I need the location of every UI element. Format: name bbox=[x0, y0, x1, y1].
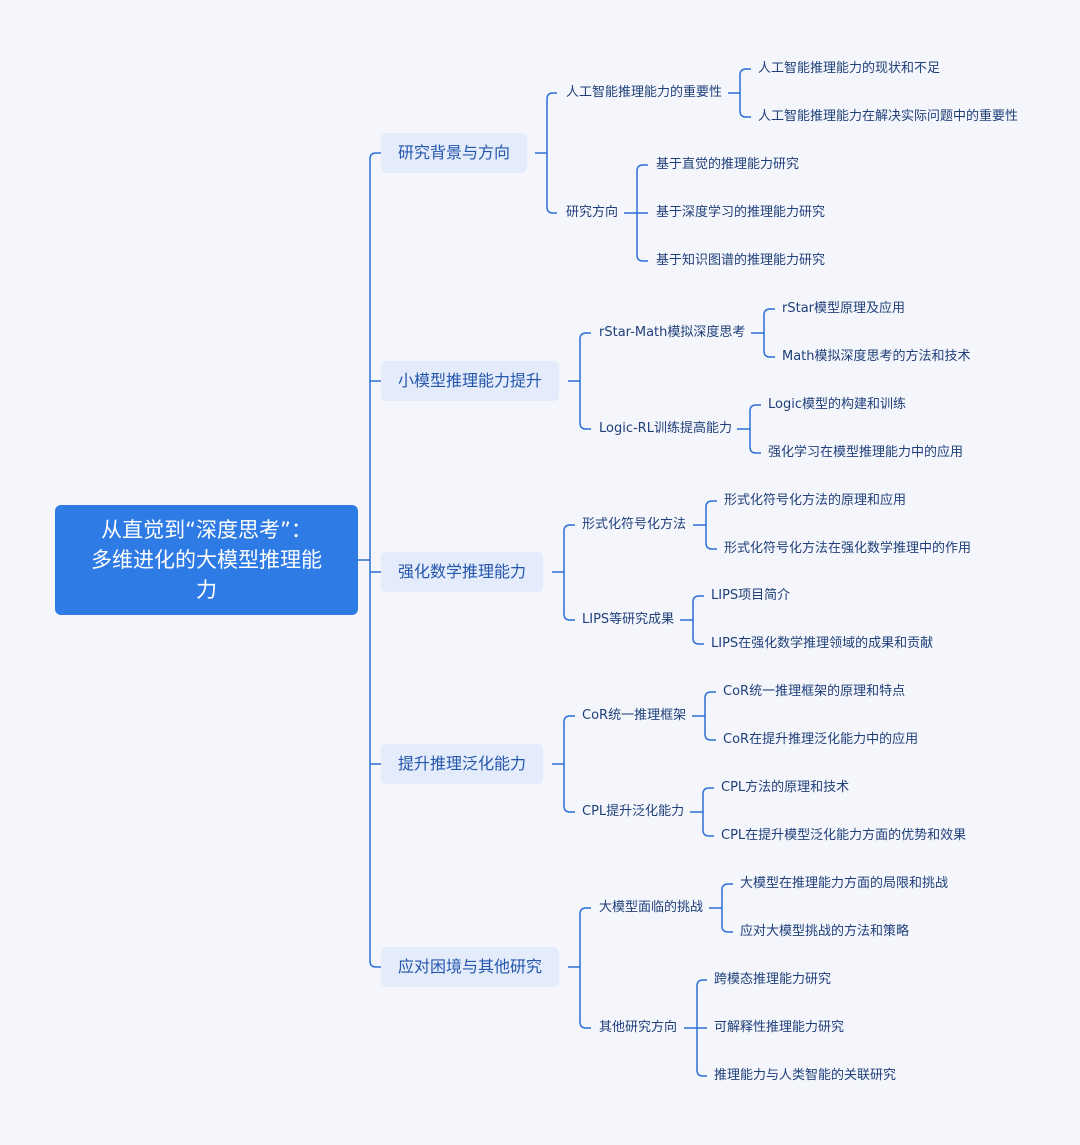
connector-bracket bbox=[358, 152, 381, 968]
leaf-topic[interactable]: 应对大模型挑战的方法和策略 bbox=[740, 924, 910, 939]
subtopic-research-directions[interactable]: 研究方向 bbox=[566, 205, 619, 220]
leaf-topic[interactable]: 强化学习在模型推理能力中的应用 bbox=[768, 445, 964, 460]
leaf-topic[interactable]: CPL方法的原理和技术 bbox=[721, 780, 850, 795]
connector-bracket bbox=[728, 68, 751, 118]
subtopic-big-model-challenges[interactable]: 大模型面临的挑战 bbox=[599, 900, 704, 915]
connector-bracket bbox=[709, 883, 733, 933]
leaf-topic[interactable]: rStar模型原理及应用 bbox=[782, 301, 906, 316]
leaf-topic[interactable]: Math模拟深度思考的方法和技术 bbox=[782, 349, 971, 364]
subtopic-cor[interactable]: CoR统一推理框架 bbox=[582, 708, 687, 723]
connector-bracket bbox=[535, 92, 557, 214]
subtopic-importance[interactable]: 人工智能推理能力的重要性 bbox=[566, 85, 723, 100]
leaf-topic[interactable]: CoR在提升推理泛化能力中的应用 bbox=[723, 732, 919, 747]
connector-bracket bbox=[552, 524, 575, 621]
topic-research-background[interactable]: 研究背景与方向 bbox=[381, 133, 528, 173]
connector-bracket bbox=[737, 404, 761, 454]
leaf-topic[interactable]: CPL在提升模型泛化能力方面的优势和效果 bbox=[721, 828, 967, 843]
subtopic-cpl[interactable]: CPL提升泛化能力 bbox=[582, 804, 685, 819]
connector-bracket bbox=[684, 979, 707, 1077]
subtopic-rstar-math[interactable]: rStar-Math模拟深度思考 bbox=[599, 325, 746, 340]
connector-bracket bbox=[693, 500, 717, 550]
topic-generalization[interactable]: 提升推理泛化能力 bbox=[381, 744, 544, 784]
leaf-topic[interactable]: LIPS在强化数学推理领域的成果和贡献 bbox=[711, 636, 934, 651]
leaf-topic[interactable]: 人工智能推理能力在解决实际问题中的重要性 bbox=[758, 109, 1019, 124]
leaf-topic[interactable]: 跨模态推理能力研究 bbox=[714, 972, 832, 987]
root-topic-line-3: 力 bbox=[196, 578, 217, 602]
leaf-topic[interactable]: LIPS项目简介 bbox=[711, 588, 791, 603]
root-topic-line-1: 从直觉到“深度思考”： bbox=[101, 518, 312, 542]
subtopic-logic-rl[interactable]: Logic-RL训练提高能力 bbox=[599, 421, 732, 436]
leaf-topic[interactable]: 大模型在推理能力方面的局限和挑战 bbox=[740, 876, 949, 891]
leaf-topic[interactable]: 推理能力与人类智能的关联研究 bbox=[714, 1068, 897, 1083]
leaf-topic[interactable]: Logic模型的构建和训练 bbox=[768, 397, 906, 412]
topic-math-reasoning[interactable]: 强化数学推理能力 bbox=[381, 552, 544, 592]
leaf-topic[interactable]: 形式化符号化方法在强化数学推理中的作用 bbox=[724, 541, 972, 556]
leaf-topic[interactable]: 基于深度学习的推理能力研究 bbox=[656, 205, 826, 220]
leaf-topic[interactable]: 基于直觉的推理能力研究 bbox=[656, 157, 800, 172]
subtopic-other-directions[interactable]: 其他研究方向 bbox=[599, 1020, 678, 1035]
topic-small-model-reasoning[interactable]: 小模型推理能力提升 bbox=[381, 361, 560, 401]
root-topic-line-2: 多维进化的大模型推理能 bbox=[91, 548, 322, 572]
connector-bracket bbox=[624, 164, 648, 262]
connector-bracket bbox=[568, 332, 591, 430]
connector-bracket bbox=[690, 787, 714, 837]
connector-bracket bbox=[680, 595, 704, 645]
connector-bracket bbox=[692, 691, 716, 741]
leaf-topic[interactable]: 人工智能推理能力的现状和不足 bbox=[758, 61, 941, 76]
connector-bracket bbox=[552, 715, 575, 813]
leaf-topic[interactable]: 基于知识图谱的推理能力研究 bbox=[656, 253, 826, 268]
leaf-topic[interactable]: 可解释性推理能力研究 bbox=[714, 1020, 845, 1035]
connector-bracket bbox=[568, 907, 591, 1029]
subtopic-lips[interactable]: LIPS等研究成果 bbox=[582, 612, 675, 627]
leaf-topic[interactable]: 形式化符号化方法的原理和应用 bbox=[724, 493, 907, 508]
root-topic[interactable]: 从直觉到“深度思考”： 多维进化的大模型推理能 力 bbox=[55, 505, 358, 615]
connector-bracket bbox=[751, 308, 775, 358]
leaf-topic[interactable]: CoR统一推理框架的原理和特点 bbox=[723, 684, 906, 699]
topic-challenges-other[interactable]: 应对困境与其他研究 bbox=[381, 947, 560, 987]
subtopic-formal-symbolic[interactable]: 形式化符号化方法 bbox=[582, 517, 687, 532]
